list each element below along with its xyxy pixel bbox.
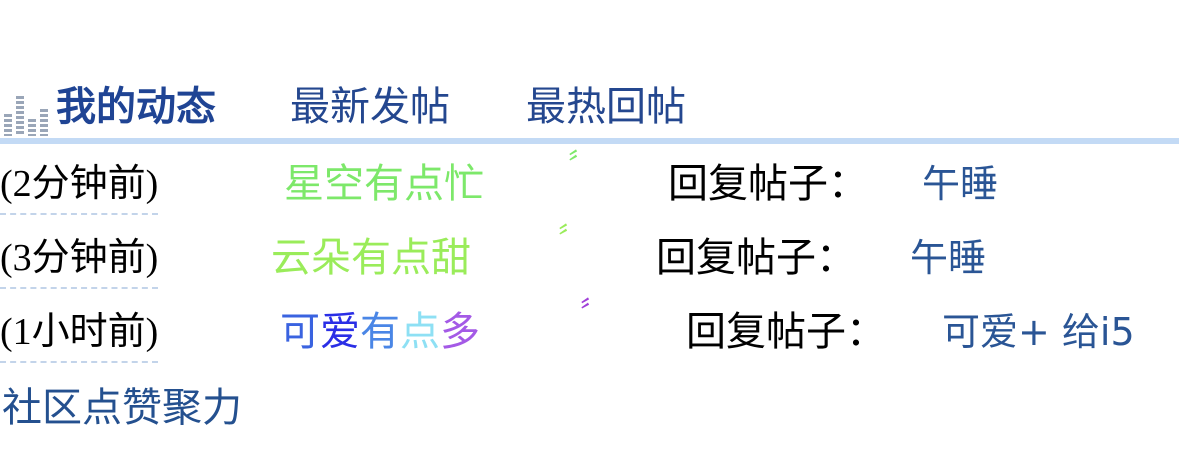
community-likes-link[interactable]: 社区点赞聚力	[2, 385, 242, 431]
reply-post-link[interactable]: 午睡	[910, 236, 987, 280]
user-char: 有	[360, 309, 400, 355]
reply-post-link[interactable]: 可爱+ 给i5	[942, 310, 1135, 354]
activity-row: (3分钟前) 云朵有点甜 〞 回复帖子： 午睡	[0, 221, 1179, 289]
activity-time: (2分钟前)	[0, 158, 159, 215]
reply-action-label: 回复帖子：	[686, 309, 886, 355]
reply-action-label: 回复帖子：	[668, 161, 868, 207]
activity-user-link[interactable]: 云朵有点甜	[271, 235, 471, 281]
activity-user-link[interactable]: 星空有点忙	[284, 161, 484, 207]
tab-latest-posts[interactable]: 最新发帖	[290, 84, 450, 130]
activity-user-link[interactable]: 可爱有点多	[280, 306, 480, 358]
user-char: 多	[440, 309, 480, 355]
user-char: 可	[280, 309, 320, 355]
quote-mark-icon: 〞	[558, 221, 587, 254]
reply-post-link[interactable]: 午睡	[922, 162, 999, 206]
activity-time: (1小时前)	[0, 306, 159, 363]
user-char: 点	[400, 309, 440, 355]
tab-separator	[0, 138, 1179, 144]
activity-row: (1小时前) 可爱有点多 〞 回复帖子： 可爱+ 给i5	[0, 295, 1179, 363]
equalizer-bars-icon	[4, 86, 54, 136]
user-char: 爱	[320, 309, 360, 355]
activity-time: (3分钟前)	[0, 232, 159, 289]
tab-bar: 我的动态 最新发帖 最热回帖	[0, 76, 1179, 138]
quote-mark-icon: 〞	[568, 147, 597, 180]
reply-action-label: 回复帖子：	[656, 235, 856, 281]
activity-row: (2分钟前) 星空有点忙 〞 回复帖子： 午睡	[0, 147, 1179, 215]
quote-mark-icon: 〞	[580, 295, 609, 328]
tab-my-activity[interactable]: 我的动态	[56, 84, 216, 130]
tab-hot-replies[interactable]: 最热回帖	[526, 84, 686, 130]
